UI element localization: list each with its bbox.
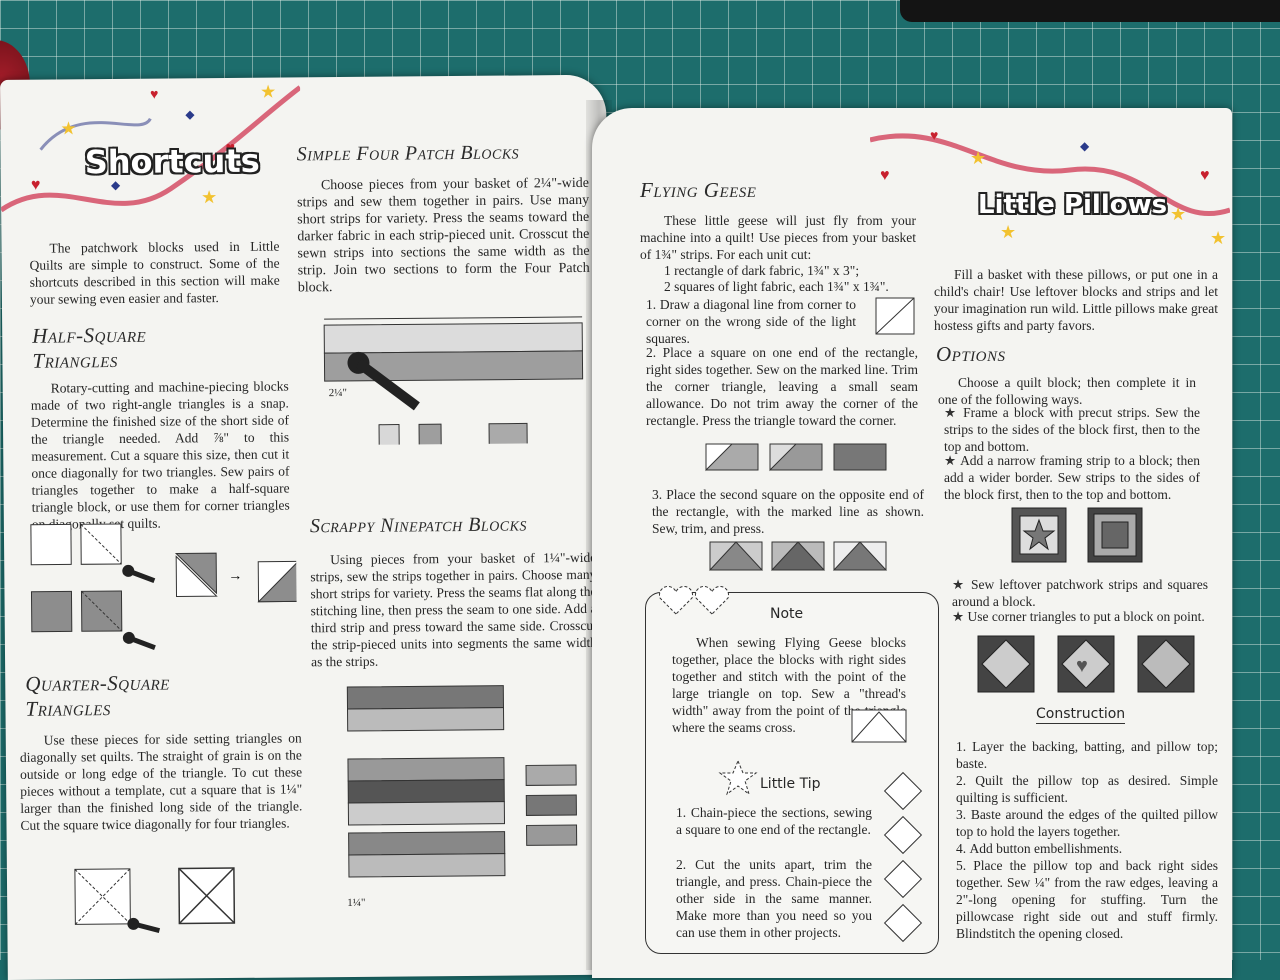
construction-step-5-text: Place the pillow top and back right side… — [956, 858, 1219, 941]
flying-geese-step-2-text: Place a square on one end of the rectang… — [646, 345, 918, 428]
svg-text:★: ★ — [60, 118, 76, 138]
construction-heading: Construction — [1036, 706, 1126, 724]
options-intro: Choose a quilt block; then complete it i… — [938, 375, 1196, 407]
ninepatch-body: Using pieces from your basket of 1¼"-wid… — [310, 549, 597, 670]
svg-text:◆: ◆ — [111, 178, 121, 192]
flying-geese-heading: Flying Geese — [640, 178, 757, 202]
tip-step-1: 1. Chain-piece the sections, sewing a sq… — [676, 805, 873, 837]
flying-geese-step-2-diagram — [705, 443, 887, 472]
four-patch-heading: Simple Four Patch Blocks — [296, 141, 520, 166]
svg-text:♥: ♥ — [930, 129, 938, 144]
half-square-heading: Half-Square Triangles — [32, 322, 147, 373]
svg-text:★: ★ — [1170, 204, 1186, 224]
tip-step-2-text: Cut the units apart, trim the triangle, … — [676, 857, 872, 940]
svg-text:♥: ♥ — [880, 167, 890, 184]
ribbon-decoration: ★ ★ ★ ♥ ♥ ♥ ◆ ◆ — [0, 82, 302, 213]
flying-geese-step-2: 2. Place a square on one end of the rect… — [646, 345, 918, 428]
marked-square-diagram — [875, 297, 915, 335]
four-patch-diagram — [323, 316, 584, 446]
left-page: ★ ★ ★ ♥ ♥ ♥ ◆ ◆ Shortcuts The patchwork … — [0, 74, 614, 980]
ninepatch-heading: Scrappy Ninepatch Blocks — [309, 513, 528, 538]
construction-step-2: 2. Quilt the pillow top as desired. Simp… — [956, 773, 1219, 805]
svg-text:♥: ♥ — [226, 140, 236, 157]
quarter-square-body: Use these pieces for side setting triang… — [19, 730, 303, 833]
construction-list: 1. Layer the backing, batting, and pillo… — [956, 738, 1218, 942]
svg-text:♥: ♥ — [150, 88, 158, 103]
shortcuts-title: Shortcuts — [84, 141, 260, 182]
flying-geese-step-1: 1. Draw a diagonal line from corner to c… — [646, 297, 857, 346]
option-4-text: Use corner triangles to put a block on p… — [967, 609, 1205, 624]
dark-object — [900, 0, 1280, 22]
svg-text:★: ★ — [1000, 222, 1016, 242]
option-1: ★ Frame a block with precut strips. Sew … — [944, 405, 1200, 454]
svg-text:◆: ◆ — [1080, 139, 1090, 153]
construction-step-5: 5. Place the pillow top and back right s… — [956, 858, 1219, 941]
svg-text:★: ★ — [260, 82, 276, 102]
flying-geese-step-3-diagram — [708, 541, 888, 571]
tip-step-2: 2. Cut the units apart, trim the triangl… — [676, 857, 872, 940]
flying-geese-step-1-text: Draw a diagonal line from corner to corn… — [646, 297, 857, 346]
shortcuts-intro: The patchwork blocks used in Little Quil… — [29, 238, 280, 307]
svg-text:★: ★ — [201, 187, 217, 207]
hearts-icon — [658, 585, 730, 615]
on-point-blocks-diagram: ♥ — [977, 635, 1195, 693]
svg-text:★: ★ — [1210, 228, 1226, 248]
flying-geese-cut-1: 1 rectangle of dark fabric, 1¾" x 3"; — [664, 263, 860, 278]
pillows-ribbon-decoration: ♥ ★ ★ ♥ ★ ★ ♥ ◆ — [870, 129, 1230, 248]
construction-step-1: 1. Layer the backing, batting, and pillo… — [956, 739, 1219, 771]
svg-text:→: → — [228, 569, 242, 584]
framed-blocks-diagram — [1011, 507, 1143, 563]
pillows-title: Little Pillows — [978, 190, 1168, 220]
svg-text:♥: ♥ — [1076, 655, 1088, 677]
four-patch-measure: 2¼" — [328, 386, 348, 400]
quarter-square-heading: Quarter-Square Triangles — [25, 670, 171, 721]
flying-geese-step-3-text: Place the second square on the opposite … — [652, 487, 924, 536]
construction-step-4-text: Add button embellishments. — [969, 841, 1123, 856]
option-4: ★ Use corner triangles to put a block on… — [952, 609, 1205, 624]
tip-title: Little Tip — [760, 776, 821, 792]
tip-step-1-text: Chain-piece the sections, sewing a squar… — [676, 805, 873, 837]
option-2-text: Add a narrow framing strip to a block; t… — [944, 453, 1200, 502]
option-3-text: Sew leftover patchwork strips and square… — [952, 577, 1208, 609]
option-2: ★ Add a narrow framing strip to a block;… — [944, 453, 1200, 502]
half-square-diagram: → — [30, 523, 298, 651]
construction-step-4: 4. Add button embellishments. — [956, 841, 1123, 856]
chain-piece-diagram — [883, 771, 923, 943]
construction-step-3: 3. Baste around the edges of the quilted… — [956, 807, 1219, 839]
note-title: Note — [770, 606, 804, 622]
flying-geese-step-3: 3. Place the second square on the opposi… — [652, 487, 924, 536]
note-diagram — [851, 709, 907, 743]
four-patch-body: Choose pieces from your basket of 2¼"-wi… — [297, 175, 590, 296]
half-square-body: Rotary-cutting and machine-piecing block… — [30, 378, 290, 532]
flying-geese-cut-2: 2 squares of light fabric, each 1¾" x 1¾… — [664, 279, 889, 294]
construction-step-2-text: Quilt the pillow top as desired. Simple … — [956, 773, 1219, 805]
ninepatch-measure: 1¼" — [347, 896, 366, 910]
flying-geese-intro: These little geese will just fly from yo… — [640, 213, 916, 262]
construction-step-3-text: Baste around the edges of the quilted pi… — [956, 807, 1219, 839]
options-heading: Options — [936, 342, 1006, 366]
ninepatch-diagram — [346, 685, 578, 878]
star-icon — [718, 759, 758, 796]
svg-text:★: ★ — [970, 148, 986, 168]
svg-text:◆: ◆ — [185, 107, 195, 121]
option-3: ★ Sew leftover patchwork strips and squa… — [952, 577, 1208, 609]
svg-text:♥: ♥ — [1200, 167, 1210, 184]
option-1-text: Frame a block with precut strips. Sew th… — [944, 405, 1200, 454]
note-body: When sewing Flying Geese blocks together… — [672, 635, 906, 735]
quarter-square-diagram — [74, 867, 236, 934]
construction-step-1-text: Layer the backing, batting, and pillow t… — [956, 739, 1219, 771]
note-box — [645, 592, 939, 954]
pillows-intro: Fill a basket with these pillows, or put… — [934, 267, 1218, 333]
svg-text:♥: ♥ — [31, 177, 41, 194]
